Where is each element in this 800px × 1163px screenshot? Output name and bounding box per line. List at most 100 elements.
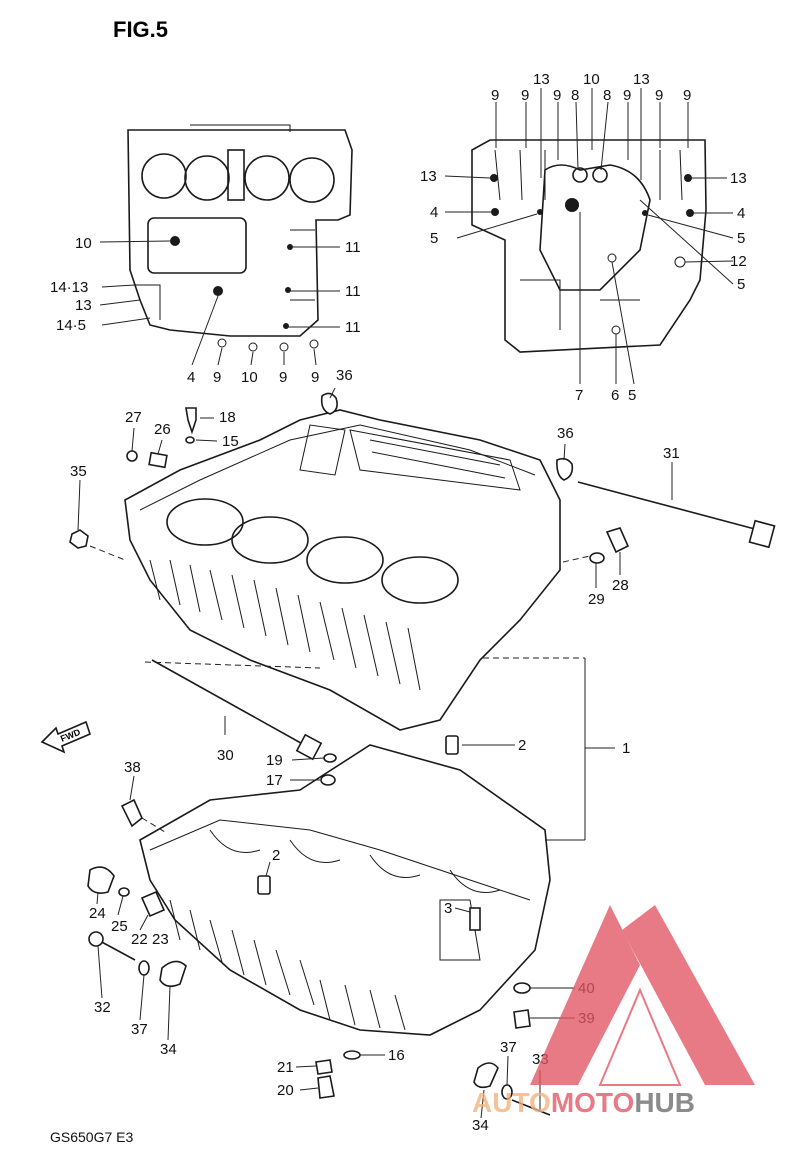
label-29: 29: [588, 591, 605, 608]
lower-crankcase: [139, 744, 551, 1036]
automotohub-watermark: AUTOMOTOHUB: [472, 905, 755, 1118]
label-21: 21: [277, 1059, 294, 1076]
label-10: 10: [75, 235, 92, 252]
label-4: 4: [430, 204, 438, 221]
label-9: 9: [279, 369, 287, 386]
label-9: 9: [491, 87, 499, 104]
label-8: 8: [603, 87, 611, 104]
label-4: 4: [737, 205, 745, 222]
label-5: 5: [737, 230, 745, 247]
long-bolt-31: [577, 481, 771, 534]
washer-37: [138, 960, 150, 976]
label-20: 20: [277, 1082, 294, 1099]
screw-27: [126, 450, 138, 462]
label-5: 5: [430, 230, 438, 247]
label-14-13: 14·13: [50, 279, 88, 296]
label-18: 18: [219, 409, 236, 426]
label-28: 28: [612, 577, 629, 594]
gasket-36-right: [556, 457, 574, 481]
label-10: 10: [241, 369, 258, 386]
label-31: 31: [663, 445, 680, 462]
label-5: 5: [628, 387, 636, 404]
label-7: 7: [575, 387, 583, 404]
label-15: 15: [222, 433, 239, 450]
label-38: 38: [124, 759, 141, 776]
figure-title: FIG.5: [113, 17, 168, 42]
plate-26: [148, 451, 168, 469]
fitting-38: [120, 798, 143, 828]
watermark-text-auto: AUTO: [472, 1087, 551, 1118]
label-10: 10: [583, 71, 600, 88]
inset-upper-case-top-view: [127, 124, 353, 352]
label-13: 13: [730, 170, 747, 187]
watermark-triangle-right: [622, 905, 755, 1085]
o-ring-15: [185, 436, 195, 444]
label-13: 13: [75, 297, 92, 314]
label-17: 17: [266, 772, 283, 789]
label-26: 26: [154, 421, 171, 438]
label-9: 9: [683, 87, 691, 104]
label-14-5: 14·5: [56, 317, 86, 334]
label-11: 11: [345, 319, 361, 336]
washer-29: [589, 552, 605, 564]
label-13: 13: [633, 71, 650, 88]
label-22: 22: [131, 931, 148, 948]
upper-crankcase: [124, 409, 561, 731]
fitting-21: [315, 1059, 333, 1075]
o-ring-16: [343, 1050, 361, 1060]
label-4: 4: [187, 369, 195, 386]
cap-34: [159, 960, 187, 988]
label-2: 2: [518, 737, 526, 754]
plug-24: [87, 866, 115, 894]
label-36: 36: [336, 367, 353, 384]
plug-22-23: [140, 890, 166, 918]
gasket-36-top: [320, 392, 338, 415]
label-9: 9: [553, 87, 561, 104]
label-23: 23: [152, 931, 169, 948]
long-bolt-30: [151, 659, 309, 748]
label-24: 24: [89, 905, 106, 922]
o-ring-17: [320, 774, 336, 786]
cap-34-right: [473, 1062, 499, 1089]
watermark-text-hub: HUB: [634, 1087, 695, 1118]
label-37: 37: [500, 1039, 517, 1056]
watermark-triangle-inner: [598, 987, 682, 1086]
fwd-arrow-icon: FWD: [40, 720, 91, 754]
label-9: 9: [311, 369, 319, 386]
washer-25: [118, 887, 130, 897]
bolt-32: [97, 939, 136, 961]
label-3: 3: [444, 900, 452, 917]
label-11: 11: [345, 239, 361, 256]
label-9: 9: [623, 87, 631, 104]
label-34: 34: [160, 1041, 177, 1058]
label-9: 9: [521, 87, 529, 104]
label-34: 34: [472, 1117, 489, 1134]
dowel-2-top: [445, 735, 459, 755]
oil-jet-18: [185, 407, 197, 435]
label-35: 35: [70, 463, 87, 480]
watermark-triangle-left: [530, 905, 640, 1085]
nut-35: [69, 529, 89, 549]
label-13: 13: [533, 71, 550, 88]
label-5: 5: [737, 276, 745, 293]
label-8: 8: [571, 87, 579, 104]
label-11: 11: [345, 283, 361, 300]
label-32: 32: [94, 999, 111, 1016]
model-code: GS650G7 E3: [50, 1129, 133, 1145]
label-25: 25: [111, 918, 128, 935]
label-6: 6: [611, 387, 619, 404]
label-16: 16: [388, 1047, 405, 1064]
label-30: 30: [217, 747, 234, 764]
label-1: 1: [622, 740, 630, 757]
bolt-33: [511, 1099, 551, 1116]
watermark-text-moto: MOTO: [551, 1087, 634, 1118]
label-2: 2: [272, 847, 280, 864]
washer-40: [513, 982, 531, 994]
label-36: 36: [557, 425, 574, 442]
label-12: 12: [730, 253, 747, 270]
bolt-3: [469, 907, 481, 931]
plug-28: [605, 527, 630, 554]
label-9: 9: [655, 87, 663, 104]
inset-upper-case-bottom-view: [471, 139, 707, 353]
